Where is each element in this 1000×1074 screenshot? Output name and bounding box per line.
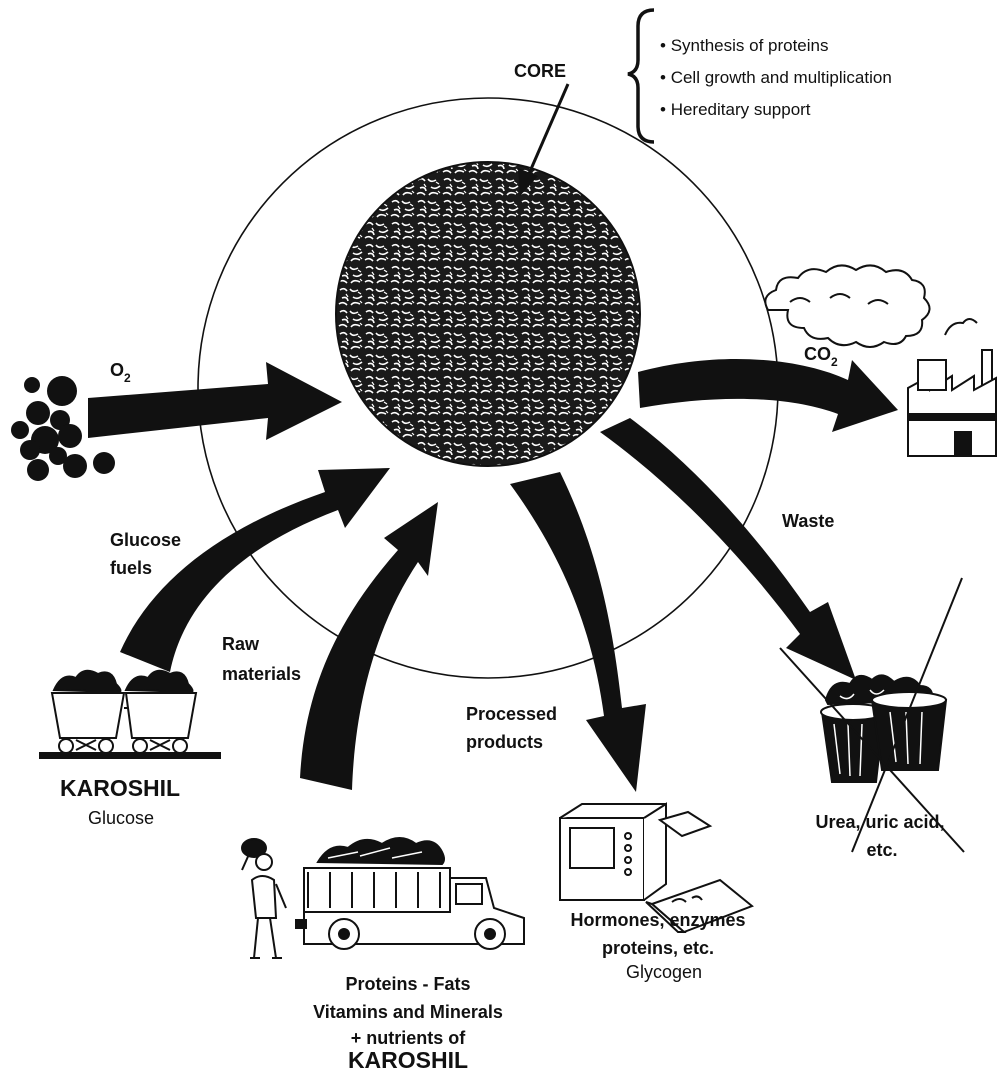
core-function: • Cell growth and multiplication	[660, 68, 892, 87]
core-label: CORE	[514, 61, 566, 81]
co2-label: CO2	[804, 344, 838, 369]
factory-icon	[764, 264, 997, 457]
computer-icon	[559, 802, 754, 934]
glucose-fuels-label: Glucose	[110, 530, 181, 550]
raw-materials-arrow	[300, 502, 438, 790]
nutrients-caption: Proteins - Fats	[345, 974, 470, 994]
cross-out-line	[851, 577, 963, 853]
waste-label: Waste	[782, 511, 834, 531]
hormones-caption: proteins, etc.	[602, 938, 714, 958]
trash-bins-icon	[820, 674, 948, 783]
processed-products-label: products	[466, 732, 543, 752]
cell-core	[335, 161, 641, 467]
glucose-fuels-label: fuels	[110, 558, 152, 578]
raw-materials-label: Raw	[222, 634, 260, 654]
karoshil-brand: KAROSHIL	[348, 1047, 468, 1073]
raw-materials-label: materials	[222, 664, 301, 684]
urea-caption: etc.	[866, 840, 897, 860]
glucose-arrow	[120, 468, 390, 672]
processed-products-label: Processed	[466, 704, 557, 724]
hormones-caption: Hormones, enzymes	[570, 910, 745, 930]
co2-arrow	[638, 358, 898, 432]
oxygen-label: O2	[110, 360, 131, 385]
mine-cart-icon	[39, 669, 221, 759]
core-arrow	[526, 83, 570, 177]
cross-out-line	[779, 647, 965, 853]
waste-arrow	[600, 418, 856, 680]
oxygen-molecules-icon	[11, 376, 115, 481]
glucose-caption: Glucose	[88, 808, 154, 828]
urea-caption: Urea, uric acid,	[815, 812, 944, 832]
core-bracket	[627, 8, 655, 144]
nutrients-caption: Vitamins and Minerals	[313, 1002, 503, 1022]
core-arrow-head	[518, 168, 538, 196]
oxygen-arrow	[88, 362, 342, 440]
truck-icon	[295, 837, 525, 950]
core-function: • Synthesis of proteins	[660, 36, 829, 55]
core-function: • Hereditary support	[660, 100, 811, 119]
hormones-caption: Glycogen	[626, 962, 702, 982]
nutrients-caption: + nutrients of	[351, 1028, 467, 1048]
processed-products-arrow	[510, 472, 646, 792]
worker-icon	[241, 838, 287, 959]
karoshil-brand: KAROSHIL	[60, 775, 180, 801]
